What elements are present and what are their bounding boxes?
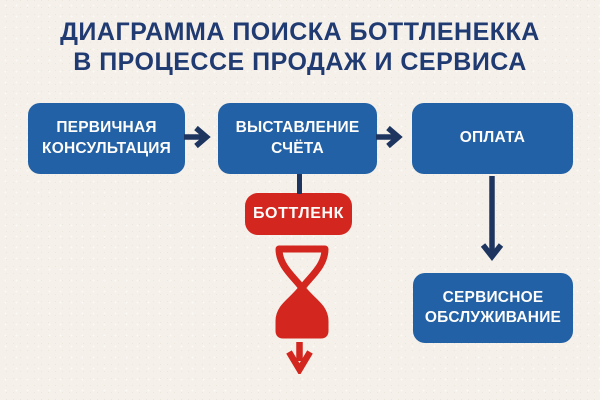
flow-node-label: СЕРВИСНОЕ ОБСЛУЖИВАНИЕ bbox=[424, 288, 562, 326]
hourglass-icon bbox=[275, 245, 329, 339]
flow-node-service: СЕРВИСНОЕ ОБСЛУЖИВАНИЕ bbox=[413, 273, 573, 343]
flow-node-label: ОПЛАТА bbox=[459, 129, 526, 147]
flow-node-invoicing: ВЫСТАВЛЕНИЕ СЧЁТА bbox=[218, 103, 377, 174]
page-title-line1: ДИАГРАММА ПОИСКА БОТТЛЕНЕККА bbox=[60, 18, 540, 46]
arrow-right-icon bbox=[376, 125, 403, 149]
flow-node-label: ВЫСТАВЛЕНИЕ СЧЁТА bbox=[235, 119, 360, 157]
arrow-down-icon bbox=[480, 176, 504, 261]
bottleneck-badge: БОТТЛЕНК bbox=[245, 193, 352, 235]
page-title: ДИАГРАММА ПОИСКА БОТТЛЕНЕККА В ПРОЦЕССЕ … bbox=[0, 17, 600, 77]
arrow-down-icon bbox=[286, 342, 313, 374]
flow-node-primary-consultation: ПЕРВИЧНАЯ КОНСУЛЬТАЦИЯ bbox=[28, 103, 185, 174]
page-title-line2: В ПРОЦЕССЕ ПРОДАЖ И СЕРВИСА bbox=[73, 48, 527, 76]
flow-node-payment: ОПЛАТА bbox=[412, 103, 573, 174]
connector-line bbox=[297, 174, 302, 194]
arrow-right-icon bbox=[184, 125, 211, 149]
bottleneck-label: БОТТЛЕНК bbox=[252, 204, 345, 222]
flow-node-label: ПЕРВИЧНАЯ КОНСУЛЬТАЦИЯ bbox=[42, 119, 171, 157]
